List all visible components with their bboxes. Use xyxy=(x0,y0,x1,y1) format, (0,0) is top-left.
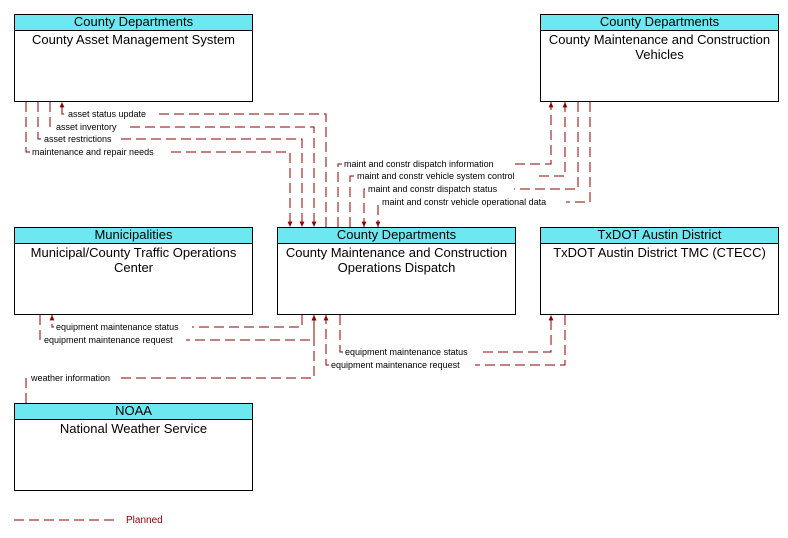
node-group-label: TxDOT Austin District xyxy=(541,228,778,244)
node-txdot-tmc[interactable]: TxDOT Austin District TxDOT Austin Distr… xyxy=(540,227,779,315)
node-asset-management[interactable]: County Departments County Asset Manageme… xyxy=(14,14,253,102)
node-group-label: Municipalities xyxy=(15,228,252,244)
node-group-label: NOAA xyxy=(15,404,252,420)
node-group-label: County Departments xyxy=(541,15,778,31)
legend-planned-label: Planned xyxy=(126,515,163,526)
node-maintenance-vehicles[interactable]: County Departments County Maintenance an… xyxy=(540,14,779,102)
flow-vehicle-operational-data xyxy=(375,102,591,227)
label-maintenance-repair-needs: maintenance and repair needs xyxy=(32,147,154,157)
node-dispatch[interactable]: County Departments County Maintenance an… xyxy=(277,227,516,315)
label-weather-information: weather information xyxy=(30,373,110,383)
label-txdot-equip-status: equipment maintenance status xyxy=(345,347,468,357)
flow-maintenance-repair-needs xyxy=(25,102,293,227)
flow-asset-inventory xyxy=(49,102,317,227)
node-group-label: County Departments xyxy=(278,228,515,244)
label-asset-status-update: asset status update xyxy=(68,109,146,119)
label-vehicle-system-control: maint and constr vehicle system control xyxy=(357,171,515,181)
label-dispatch-status: maint and constr dispatch status xyxy=(368,184,498,194)
node-name: TxDOT Austin District TMC (CTECC) xyxy=(553,245,766,260)
node-municipal-tmc[interactable]: Municipalities Municipal/County Traffic … xyxy=(14,227,253,315)
node-name: County Asset Management System xyxy=(31,32,236,47)
flow-asset-restrictions xyxy=(37,102,305,227)
node-name: County Maintenance and Construction Vehi… xyxy=(548,32,771,62)
node-name: National Weather Service xyxy=(59,421,208,436)
label-muni-equip-status: equipment maintenance status xyxy=(56,322,179,332)
node-name: Municipal/County Traffic Operations Cent… xyxy=(30,245,237,275)
label-asset-restrictions: asset restrictions xyxy=(44,134,112,144)
flow-asset-status-update xyxy=(59,102,327,227)
node-name: County Maintenance and Construction Oper… xyxy=(285,245,508,275)
label-txdot-equip-request: equipment maintenance request xyxy=(331,360,460,370)
node-group-label: County Departments xyxy=(15,15,252,31)
flow-txdot-equip-request xyxy=(323,315,566,366)
label-muni-equip-request: equipment maintenance request xyxy=(44,335,173,345)
flow-dispatch-status xyxy=(361,102,579,227)
flow-weather-information xyxy=(25,315,317,403)
label-asset-inventory: asset inventory xyxy=(56,122,117,132)
label-vehicle-operational-data: maint and constr vehicle operational dat… xyxy=(382,197,546,207)
node-weather-service[interactable]: NOAA National Weather Service xyxy=(14,403,253,491)
label-dispatch-information: maint and constr dispatch information xyxy=(344,159,494,169)
